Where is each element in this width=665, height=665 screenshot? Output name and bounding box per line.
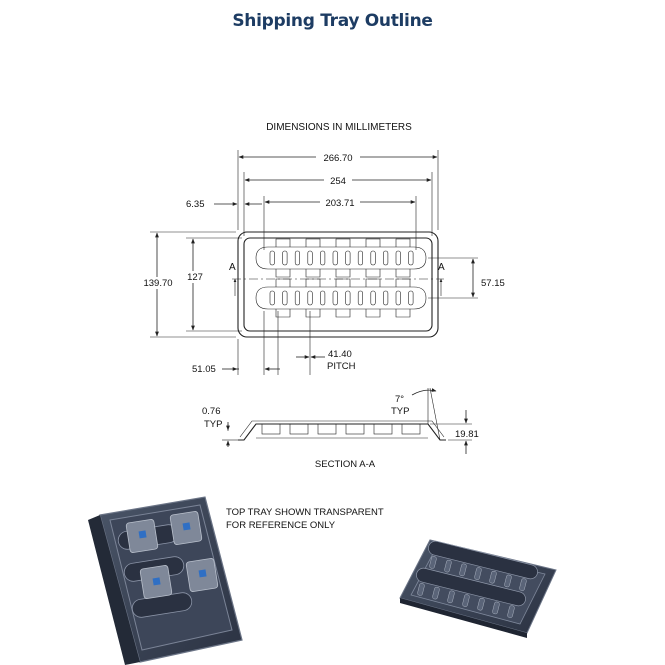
dim-row-spacing: 57.15	[481, 278, 505, 289]
pocket-notch	[275, 269, 291, 278]
iso-slot	[432, 586, 440, 600]
pocket-notch	[275, 238, 291, 247]
pocket-notch	[395, 309, 411, 318]
pocket-slot	[357, 290, 364, 306]
pocket-notch	[275, 278, 291, 287]
pocket-notch	[305, 269, 321, 278]
pocket-slot	[269, 290, 275, 306]
pocket-slot	[294, 290, 301, 306]
dim-pocket-span: 203.71	[325, 198, 354, 209]
pocket-notch	[365, 269, 381, 278]
pocket-slot	[282, 250, 288, 266]
pocket-slot	[320, 290, 326, 306]
iso-slot	[444, 559, 452, 573]
pocket-notch	[365, 309, 381, 318]
single-tray-render	[399, 539, 557, 638]
dim-draft-angle: 7°	[395, 394, 404, 405]
iso-slot	[417, 583, 425, 596]
section-view	[238, 420, 446, 441]
pocket-slot	[320, 250, 326, 266]
iso-slot	[474, 567, 482, 580]
dim-inner-height: 127	[187, 272, 203, 283]
top-view	[232, 231, 444, 338]
iso-slot	[447, 590, 455, 604]
pocket-slot	[370, 250, 376, 266]
pocket-slot	[408, 250, 414, 266]
pocket-slot	[269, 250, 275, 266]
dim-inner-width: 254	[330, 176, 346, 187]
pocket-slot	[332, 250, 338, 266]
pocket-notch	[335, 278, 351, 287]
pocket-notch	[335, 269, 351, 278]
iso-slot	[489, 570, 497, 584]
dim-overall-width: 266.70	[323, 153, 352, 164]
pocket-notch	[305, 278, 321, 287]
dim-pitch-label: PITCH	[327, 361, 356, 372]
pocket-notch	[365, 238, 381, 247]
pocket-notch	[335, 238, 351, 247]
pocket-slot	[294, 250, 301, 266]
pocket-slot	[282, 290, 288, 306]
iso-slot	[462, 594, 470, 607]
pocket-slot	[383, 250, 389, 266]
section-pocket	[289, 423, 309, 435]
pocket-slot	[332, 290, 338, 306]
dim-overall-height: 139.70	[143, 278, 172, 289]
pocket-notch	[395, 269, 411, 278]
dim-draft-typ: TYP	[391, 406, 409, 417]
iso-slot	[429, 556, 437, 569]
pocket-notch	[365, 278, 381, 287]
dim-edge-offset: 6.35	[186, 199, 205, 210]
photo-note-line-2: FOR REFERENCE ONLY	[226, 520, 336, 531]
pocket-slot	[395, 290, 401, 306]
dim-first-pocket: 51.05	[192, 364, 216, 375]
pocket-slot	[357, 250, 364, 266]
dim-wall-typ: TYP	[204, 419, 222, 430]
pocket-slot	[370, 290, 376, 306]
dim-tray-depth: 19.81	[455, 429, 479, 440]
pocket-notch	[305, 238, 321, 247]
section-pocket	[317, 423, 337, 435]
section-pocket	[401, 423, 421, 435]
section-pocket	[261, 423, 281, 435]
iso-slot	[519, 578, 527, 591]
pocket-notch	[395, 278, 411, 287]
dim-wall-thickness: 0.76	[202, 406, 221, 417]
pocket-notch	[335, 309, 351, 318]
section-pocket	[345, 423, 365, 435]
section-caption: SECTION A-A	[315, 459, 376, 470]
pocket-slot	[408, 290, 414, 306]
section-marker-left: A	[229, 262, 236, 273]
pocket-slot	[395, 250, 401, 266]
iso-slot	[507, 605, 515, 618]
iso-slot	[477, 597, 485, 611]
pocket-notch	[395, 238, 411, 247]
pocket-slot	[383, 290, 389, 306]
units-note: DIMENSIONS IN MILLIMETERS	[266, 122, 412, 133]
pocket-notch	[305, 309, 321, 318]
pocket-notch	[275, 309, 291, 318]
pocket-slot	[307, 290, 313, 306]
section-pocket	[373, 423, 393, 435]
iso-slot	[459, 563, 467, 577]
section-marker-right: A	[438, 262, 445, 273]
page-title: Shipping Tray Outline	[232, 11, 433, 31]
iso-slot	[504, 574, 512, 588]
pocket-slot	[307, 250, 313, 266]
stacked-tray-render	[88, 496, 243, 665]
dim-pitch: 41.40	[328, 349, 352, 360]
pocket-slot	[345, 290, 351, 306]
pocket-slot	[345, 250, 351, 266]
iso-slot	[492, 601, 500, 615]
photo-note-line-1: TOP TRAY SHOWN TRANSPARENT	[226, 507, 384, 518]
